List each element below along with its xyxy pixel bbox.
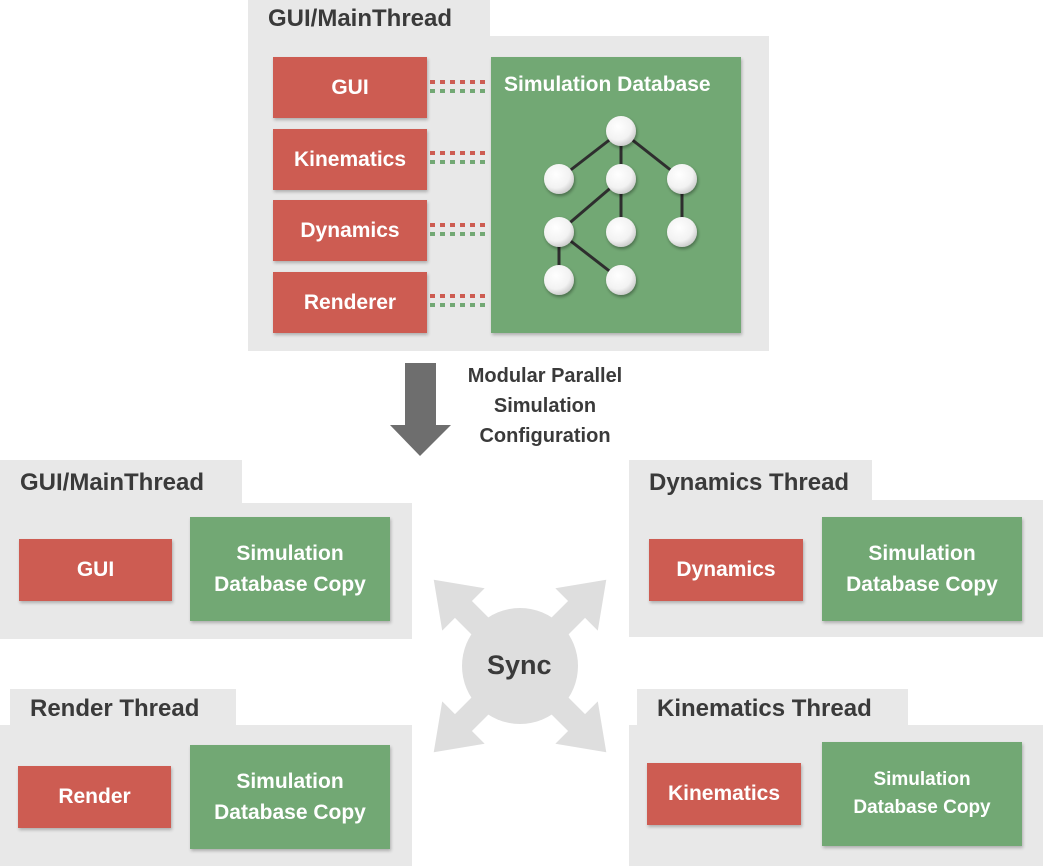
connector-renderer <box>430 294 486 308</box>
database-tree-nodes <box>544 116 697 295</box>
module-renderer: Renderer <box>273 272 427 333</box>
tree-node <box>544 265 574 295</box>
simulation-database-title: Simulation Database <box>504 73 711 96</box>
down-arrow-icon <box>390 363 451 456</box>
gui-thread-db-copy-label: Simulation Database Copy <box>214 542 366 596</box>
gui-thread-module: GUI <box>19 539 172 601</box>
sync-label: Sync <box>487 650 552 680</box>
transition-label: Modular Parallel Simulation Configuratio… <box>467 365 623 447</box>
connector-gui <box>430 80 486 94</box>
module-kinematics: Kinematics <box>273 129 427 190</box>
tree-node <box>544 217 574 247</box>
connector-kinematics <box>430 151 486 165</box>
sync-arrows-icon <box>433 579 607 753</box>
top-thread-tab: GUI/MainThread <box>248 0 490 38</box>
tree-node <box>667 217 697 247</box>
kinematics-thread-db-copy-label: Simulation Database Copy <box>853 769 991 818</box>
dynamics-thread-module: Dynamics <box>649 539 803 601</box>
tree-node-root <box>606 116 636 146</box>
kinematics-thread-db-copy: Simulation Database Copy <box>822 742 1022 846</box>
database-tree-edges <box>557 129 684 282</box>
kinematics-thread-tab: Kinematics Thread <box>637 689 908 729</box>
tree-node <box>544 164 574 194</box>
render-thread-db-copy-label: Simulation Database Copy <box>214 770 366 824</box>
render-thread-tab: Render Thread <box>10 689 236 729</box>
tree-node <box>667 164 697 194</box>
kinematics-thread-module: Kinematics <box>647 763 801 825</box>
connector-dynamics <box>430 223 486 237</box>
tree-node <box>606 265 636 295</box>
dynamics-thread-db-copy: Simulation Database Copy <box>822 517 1022 621</box>
gui-thread-tab: GUI/MainThread <box>0 460 242 505</box>
dynamics-thread-tab: Dynamics Thread <box>629 460 872 505</box>
module-gui: GUI <box>273 57 427 118</box>
gui-thread-db-copy: Simulation Database Copy <box>190 517 390 621</box>
dynamics-thread-db-copy-label: Simulation Database Copy <box>846 542 998 596</box>
module-dynamics: Dynamics <box>273 200 427 261</box>
sync-circle <box>462 608 578 724</box>
tree-node <box>606 217 636 247</box>
render-thread-db-copy: Simulation Database Copy <box>190 745 390 849</box>
tree-node <box>606 164 636 194</box>
render-thread-module: Render <box>18 766 171 828</box>
